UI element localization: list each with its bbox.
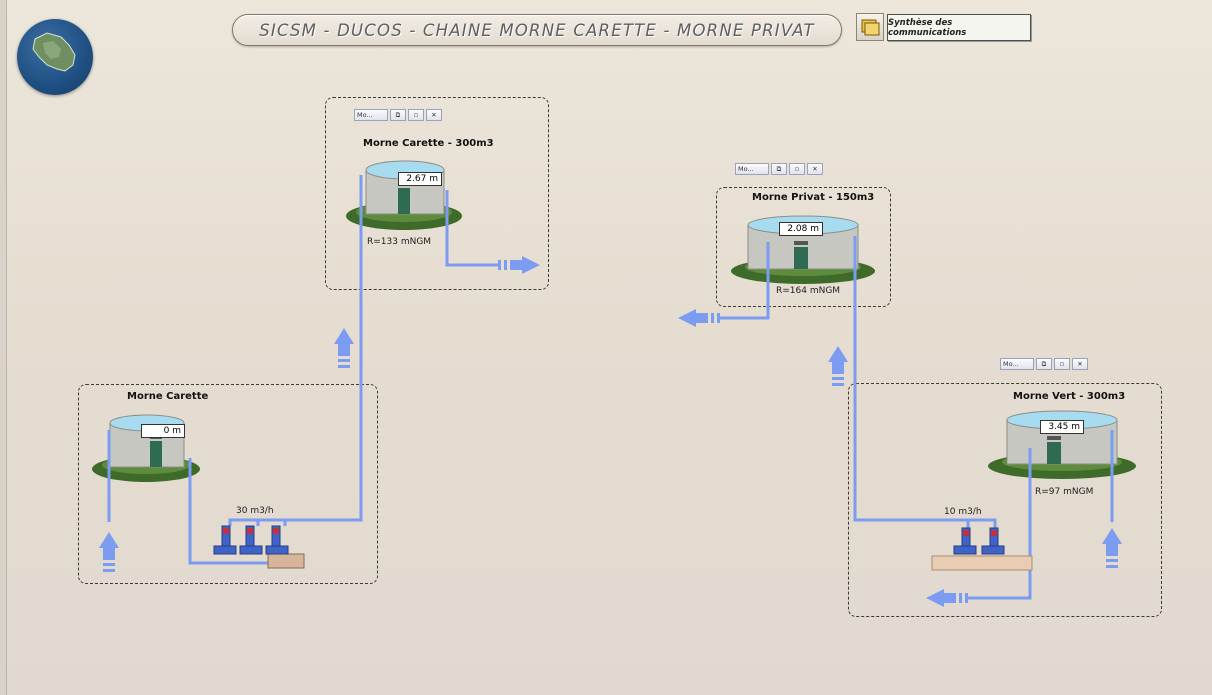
reservoir-icon	[731, 215, 875, 284]
flow-arrow-left-icon	[678, 309, 720, 327]
trend-window-bar[interactable]: Mo... ⧉ ▫ ✕	[1000, 358, 1088, 372]
pump-group	[213, 525, 305, 569]
flow-arrow-left-icon	[926, 589, 968, 607]
station-box-morne-vert	[848, 383, 1162, 617]
close-icon[interactable]: ✕	[1072, 358, 1088, 370]
level-display: 3.45 m	[1040, 420, 1084, 434]
reference-altitude: R=97 mNGM	[1035, 487, 1094, 497]
reference-altitude: R=133 mNGM	[367, 237, 432, 247]
flow-rate: 30 m3/h	[236, 506, 274, 516]
trend-icon[interactable]: Mo...	[354, 109, 388, 121]
trend-window-bar[interactable]: Mo... ⧉ ▫ ✕	[735, 163, 823, 177]
flow-rate: 10 m3/h	[944, 507, 982, 517]
close-icon[interactable]: ✕	[807, 163, 823, 175]
flow-arrow-up-icon	[334, 328, 354, 368]
pump-group	[931, 527, 1033, 571]
trend-icon[interactable]: Mo...	[1000, 358, 1034, 370]
communications-icon[interactable]	[856, 13, 884, 41]
close-icon[interactable]: ✕	[426, 109, 442, 121]
station-title-morne-vert: Morne Vert - 300m3	[1013, 391, 1126, 402]
restore-icon[interactable]: ⧉	[1036, 358, 1052, 370]
station-title-morne-privat: Morne Privat - 150m3	[752, 192, 875, 203]
station-box-morne-privat	[716, 187, 891, 307]
reference-altitude: R=164 mNGM	[776, 286, 841, 296]
flow-arrow-up-icon	[828, 346, 848, 386]
flow-arrow-up-icon	[1102, 528, 1122, 568]
synthese-communications-button[interactable]: Synthèse des communications	[887, 14, 1031, 41]
station-box-morne-carette-pump	[78, 384, 378, 584]
left-edge	[0, 0, 7, 695]
maximize-icon[interactable]: ▫	[408, 109, 424, 121]
martinique-map-logo	[17, 19, 93, 95]
restore-icon[interactable]: ⧉	[771, 163, 787, 175]
restore-icon[interactable]: ⧉	[390, 109, 406, 121]
station-title-morne-carette-pump: Morne Carette	[127, 391, 209, 402]
level-display: 2.08 m	[779, 222, 823, 236]
station-title-morne-carette-reservoir: Morne Carette - 300m3	[363, 138, 494, 149]
maximize-icon[interactable]: ▫	[789, 163, 805, 175]
level-display: 2.67 m	[398, 172, 442, 186]
page-title: SICSM - DUCOS - CHAINE MORNE CARETTE - M…	[232, 14, 842, 46]
flow-arrow-up-icon	[99, 532, 119, 572]
level-display: 0 m	[141, 424, 185, 438]
flow-arrow-right-icon	[498, 256, 540, 274]
maximize-icon[interactable]: ▫	[1054, 358, 1070, 370]
station-box-morne-carette-reservoir	[325, 97, 549, 290]
trend-icon[interactable]: Mo...	[735, 163, 769, 175]
trend-window-bar[interactable]: Mo... ⧉ ▫ ✕	[354, 109, 442, 123]
reservoir-icon	[346, 160, 462, 230]
